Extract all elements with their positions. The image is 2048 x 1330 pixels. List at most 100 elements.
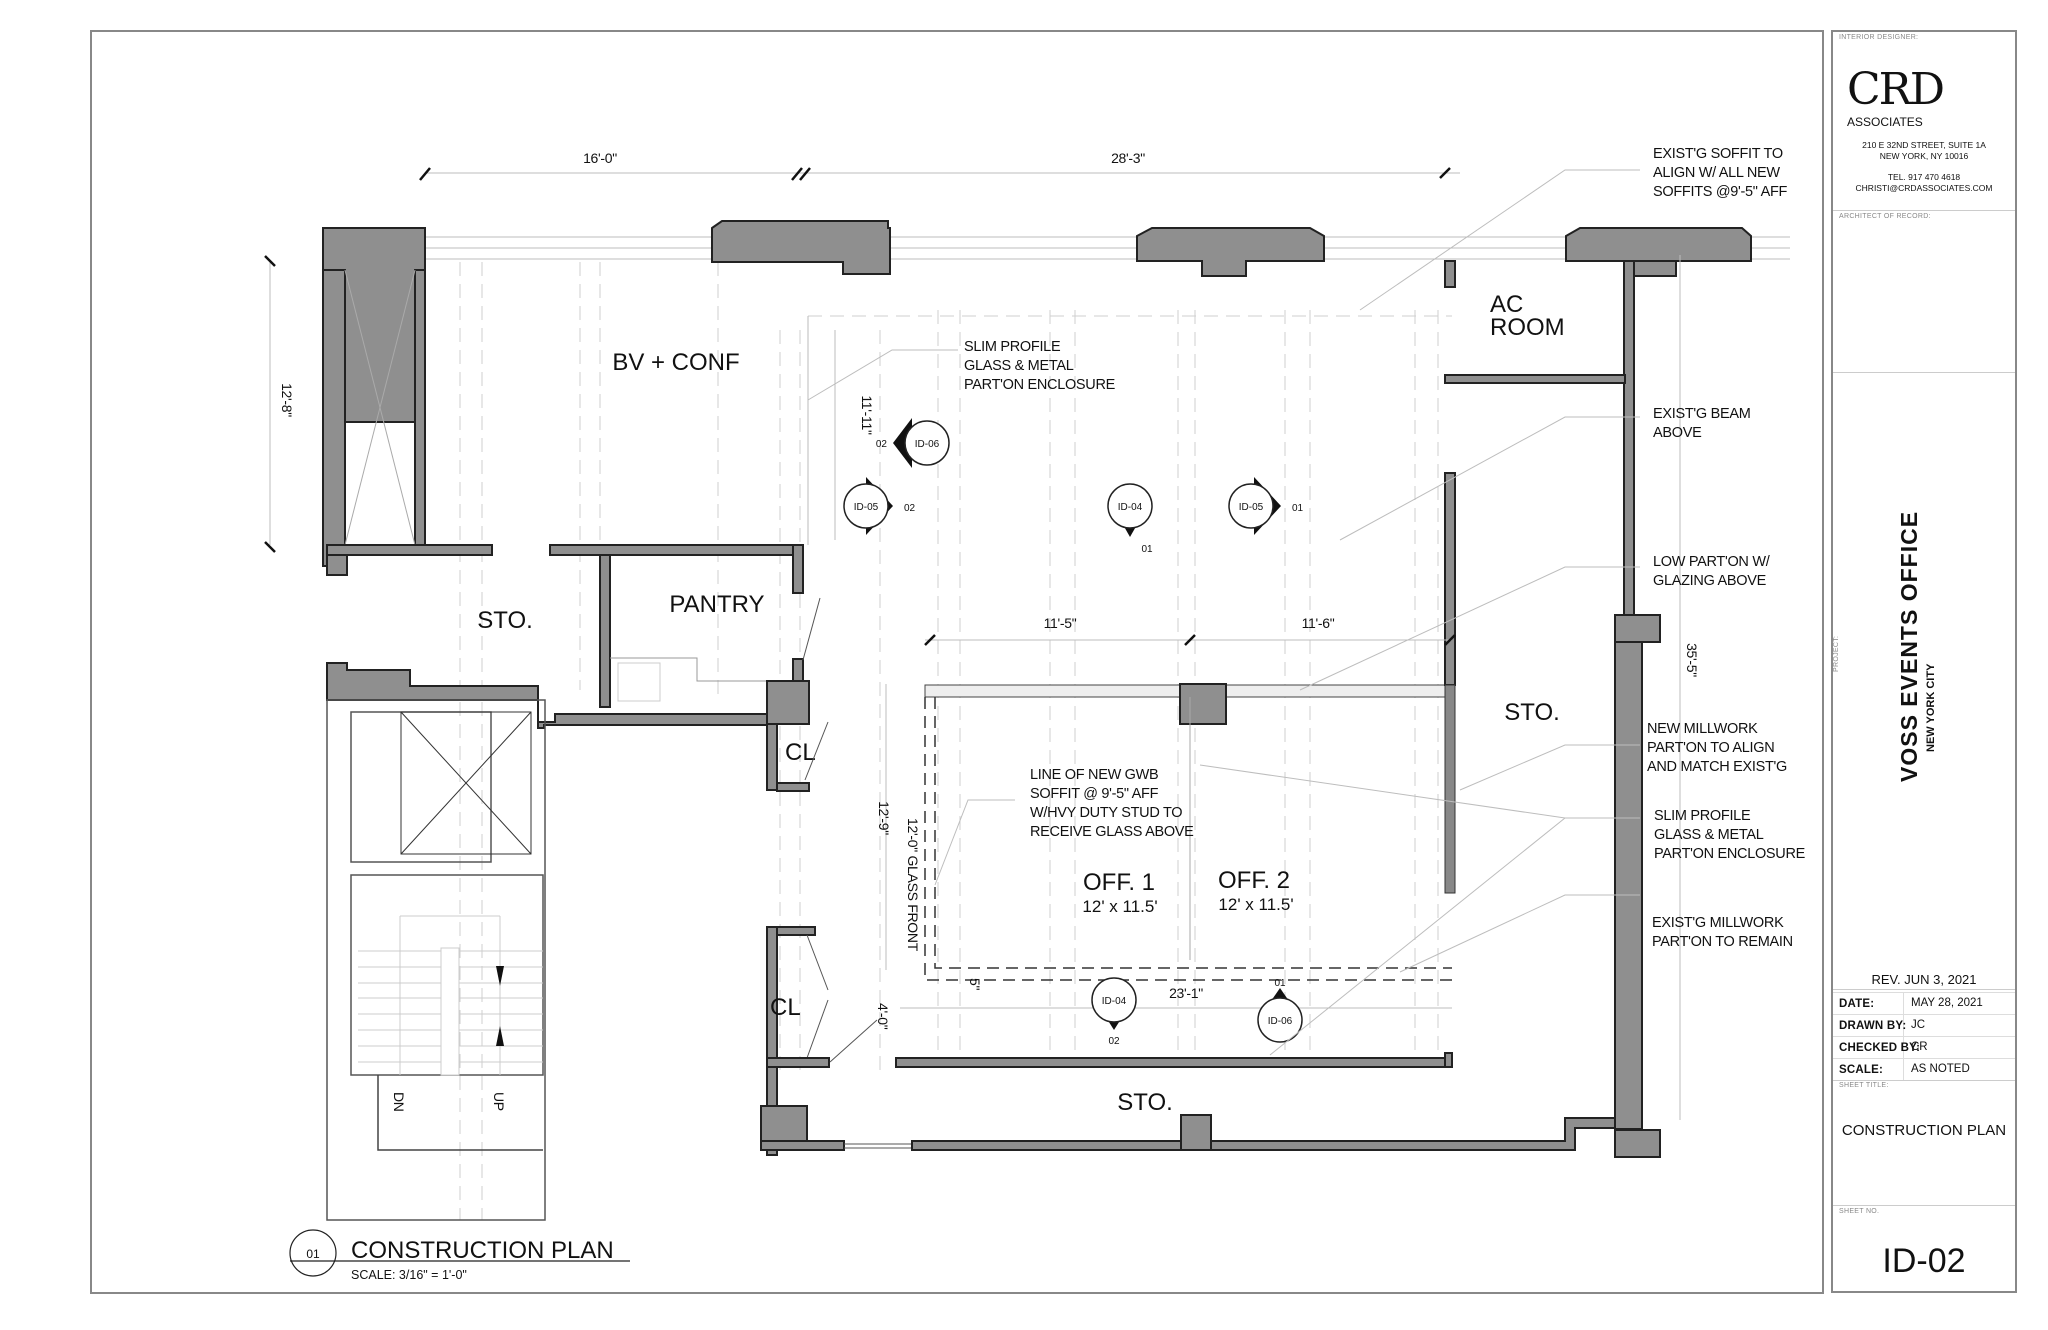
cl-bottom-door-2 (806, 999, 829, 1059)
view-number: 01 (306, 1247, 320, 1261)
pantry-door (802, 597, 821, 661)
svg-text:RECEIVE GLASS ABOVE: RECEIVE GLASS ABOVE (1030, 824, 1194, 840)
column-east-bottom (1614, 1129, 1661, 1158)
wall-cl-top-bottom (776, 782, 810, 792)
column-pantry (766, 680, 810, 725)
project-label: PROJECT: (1833, 635, 1840, 672)
stair-dn-label: DN (391, 1092, 407, 1112)
room-off1-name: OFF. 1 (1083, 869, 1155, 896)
dim-4-0: 4'-0" (875, 1003, 891, 1030)
view-scale: SCALE: 3/16" = 1'-0" (351, 1268, 467, 1282)
svg-text:PART'ON TO REMAIN: PART'ON TO REMAIN (1652, 934, 1793, 950)
phone: TEL. 917 470 4618 (1887, 172, 1961, 182)
wall-sto-top-right (549, 544, 801, 556)
sheet-no-label: SHEET NO. (1839, 1208, 1880, 1215)
svg-text:02: 02 (904, 503, 916, 514)
dim-12-9: 12'-9" (876, 801, 892, 835)
leader-lines (807, 169, 1640, 1056)
wall-cl-top-left (766, 723, 778, 791)
column-center (1179, 683, 1227, 725)
dim-5in: 5" (967, 978, 983, 990)
wall-corridor-bottom (895, 1057, 1453, 1068)
elevator-car (400, 711, 532, 855)
svg-text:LINE OF NEW GWB: LINE OF NEW GWB (1030, 767, 1158, 783)
svg-text:01: 01 (1141, 544, 1153, 555)
svg-text:GLAZING ABOVE: GLAZING ABOVE (1653, 573, 1767, 589)
sheet-number: ID-02 (1882, 1242, 1966, 1280)
wall-cl-bottom-left (766, 926, 778, 1156)
window-wall (425, 236, 1790, 260)
crd-logo: CRD ASSOCIATES (1847, 64, 2015, 133)
title-block: INTERIOR DESIGNER: CRD ASSOCIATES 210 E … (1831, 30, 2017, 1293)
svg-text:GLASS & METAL: GLASS & METAL (964, 358, 1074, 374)
svg-text:EXIST'G SOFFIT TO: EXIST'G SOFFIT TO (1653, 146, 1783, 162)
email: CHRISTI@CRDASSOCIATES.COM (1855, 183, 1993, 193)
dim-11-6: 11'-6" (1302, 615, 1335, 631)
dim-16-0: 16'-0" (583, 150, 617, 166)
wall-post (326, 554, 348, 576)
revision: REV. JUN 3, 2021 (1871, 972, 1977, 987)
elevation-marker-id04-02[interactable]: ID-04 02 (1091, 977, 1137, 1047)
sheet-border (90, 30, 1824, 1294)
dimension-left: 12'-8" (264, 255, 295, 553)
beam-stub (1633, 260, 1677, 277)
wall-pantry-left (599, 554, 611, 708)
svg-text:ID-04: ID-04 (1102, 996, 1127, 1007)
svg-text:01: 01 (1292, 503, 1304, 514)
architect-label: ARCHITECT OF RECORD: (1839, 213, 1931, 220)
svg-text:PART'ON TO ALIGN: PART'ON TO ALIGN (1647, 740, 1774, 756)
svg-text:01: 01 (1274, 978, 1286, 989)
room-cl-top: CL (785, 739, 816, 766)
wall-ac-stub (1444, 260, 1456, 288)
note-exist-soffit: EXIST'G SOFFIT TO ALIGN W/ ALL NEW SOFFI… (1653, 146, 1788, 200)
dim-11-11: 11'-11" (859, 395, 875, 435)
svg-text:ABOVE: ABOVE (1653, 425, 1702, 441)
note-slim-profile-right: SLIM PROFILE GLASS & METAL PART'ON ENCLO… (1654, 808, 1806, 862)
wall-sto-top-left (326, 544, 493, 556)
column-south (1180, 1114, 1212, 1151)
project-name: VOSS EVENTS OFFICE (1896, 510, 1922, 782)
logo-text: ASSOCIATES (1847, 115, 1923, 129)
dimension-office: 11'-5" 11'-6" 12'-9" 12'-0" GLASS FRONT … (834, 255, 1700, 1120)
elevation-marker-id05-02[interactable]: ID-05 02 (843, 477, 916, 535)
glass-front-line (924, 697, 1452, 981)
address-line-1: 210 E 32ND STREET, SUITE 1A (1862, 140, 1986, 150)
wall-sto-bottom (326, 662, 768, 729)
elevation-marker-id04-01[interactable]: ID-04 01 (1107, 483, 1153, 555)
svg-text:SLIM PROFILE: SLIM PROFILE (1654, 808, 1751, 824)
elevation-marker-id06-01[interactable]: ID-06 01 (1257, 978, 1303, 1043)
dim-23-1: 23'-1" (1169, 985, 1203, 1001)
room-cl-bottom: CL (770, 994, 801, 1021)
room-bv-conf: BV + CONF (612, 349, 739, 376)
ceiling-grid (459, 262, 1452, 1220)
dim-glass-front: 12'-0" GLASS FRONT (905, 818, 921, 952)
room-ac-line1: AC (1490, 291, 1523, 318)
pantry-sink (617, 662, 661, 702)
dimension-top: 16'-0" 28'-3" (419, 150, 1460, 181)
svg-text:EXIST'G MILLWORK: EXIST'G MILLWORK (1652, 915, 1784, 931)
wall-shaft (414, 269, 426, 551)
column-sw (760, 1105, 808, 1144)
row-drawn-by: DRAWN BY:JC (1833, 1014, 2015, 1037)
stair-core (326, 699, 546, 1221)
elevation-marker-id05-01[interactable]: ID-05 01 (1228, 477, 1304, 535)
stair-treads (358, 915, 543, 1076)
sheet-title-label: SHEET TITLE: (1839, 1082, 1889, 1089)
row-scale: SCALE:AS NOTED (1833, 1058, 2015, 1081)
svg-text:SLIM PROFILE: SLIM PROFILE (964, 339, 1061, 355)
svg-text:NEW MILLWORK: NEW MILLWORK (1647, 721, 1758, 737)
elevation-marker-id06-02[interactable]: ID-06 02 (876, 418, 950, 468)
millwork-partition (1444, 684, 1456, 894)
sheet-title: CONSTRUCTION PLAN (1841, 1122, 2007, 1139)
room-sto-bottom: STO. (1117, 1089, 1173, 1116)
wall-cl-bottom-base (766, 1057, 830, 1068)
room-sto-right: STO. (1504, 699, 1560, 726)
svg-text:02: 02 (1108, 1036, 1120, 1047)
svg-text:ID-05: ID-05 (854, 502, 879, 513)
cl-top-door (804, 721, 829, 781)
room-off2-size: 12' x 11.5' (1218, 895, 1293, 914)
corridor-door (829, 1019, 878, 1063)
wall-corridor-end (1444, 1052, 1453, 1068)
